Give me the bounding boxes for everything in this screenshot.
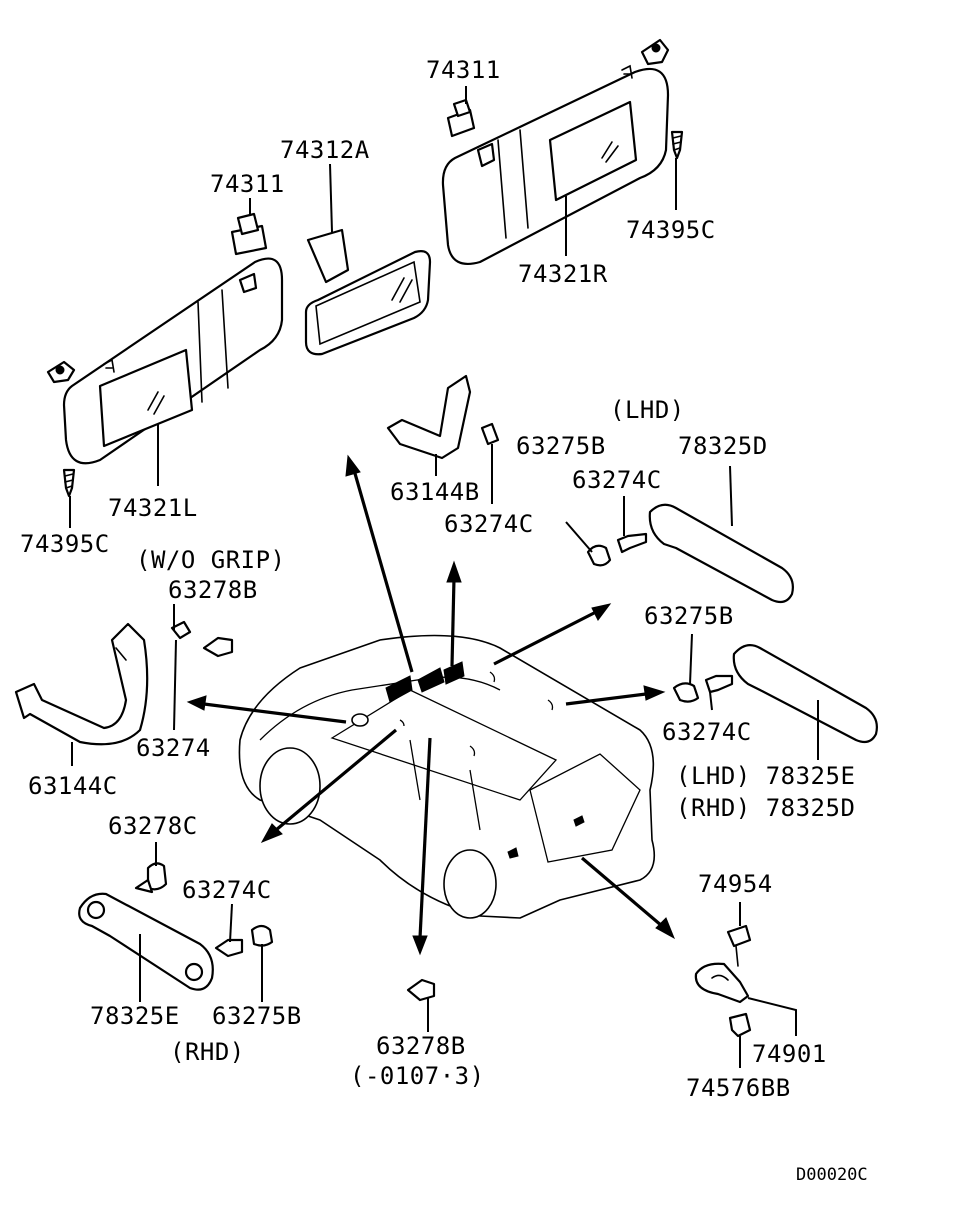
cap-63275b-top [586,544,612,567]
label-63274c-right: 63274C [662,718,752,746]
label-63274: 63274 [136,734,211,762]
screw-left [62,468,76,498]
sun-visor-left [46,257,284,465]
label-78325e-left: 78325E [90,1002,180,1030]
bolt-63274c-right [704,674,734,694]
assist-grip-78325d [648,503,794,604]
label-range-bottom: (-0107·3) [350,1062,485,1090]
screw-right [670,130,684,160]
label-74395c-right: 74395C [626,216,716,244]
label-74901: 74901 [752,1040,827,1068]
clip-63278b-bottom [406,978,436,1002]
label-78325d-top: 78325D [678,432,768,460]
label-74311-top: 74311 [426,56,501,84]
label-74321r: 74321R [518,260,608,288]
bolt-63274c-top [616,532,648,554]
label-63275b-top: 63275B [516,432,606,460]
diagram-code: D00020C [796,1165,868,1185]
label-74312a: 74312A [280,136,370,164]
label-rhd-78325d: (RHD) 78325D [676,794,855,822]
label-lhd-78325e: (LHD) 78325E [676,762,855,790]
label-74321l: 74321L [108,494,198,522]
part-labels: 74311 74312A 74311 74395C 74321R 74321L … [20,56,868,1185]
label-74395c-left: 74395C [20,530,110,558]
label-63278c: 63278C [108,812,198,840]
label-wo-grip: (W/O GRIP) [136,546,286,574]
clip-63278b-top [202,636,234,658]
label-lhd-top: (LHD) [610,396,685,424]
label-rhd-left: (RHD) [170,1038,245,1066]
vehicle-outline [238,634,656,919]
label-74954: 74954 [698,870,773,898]
grip-bracket-63144b [386,374,472,460]
label-74311-left: 74311 [210,170,285,198]
assist-grip-78325e [732,643,878,744]
cap-63275b-right [672,682,700,703]
rear-view-mirror [304,228,432,356]
bolt-63274 [170,620,192,640]
leader-lines [69,86,819,1068]
grip-bracket-63144c [14,622,149,746]
label-63144b: 63144B [390,478,480,506]
bolt-74954 [726,924,752,967]
assist-grip-78325e-rhd [78,892,214,991]
cap-63275b-left [250,924,274,947]
hook-74901 [694,962,750,1004]
bolt-63274c-left [214,938,244,958]
label-63275b-right: 63275B [644,602,734,630]
visor-clip-left [230,212,268,256]
bolt-63274c-mid [480,422,500,446]
label-63144c: 63144C [28,772,118,800]
label-63274c-mid: 63274C [444,510,534,538]
label-63278b-top: 63278B [168,576,258,604]
label-63278b-bottom: 63278B [376,1032,466,1060]
pointer-arrows [186,454,675,956]
sun-visor-right [441,38,670,266]
clip-63278c [134,862,168,894]
visor-clip-right [446,98,476,138]
label-63274c-top: 63274C [572,466,662,494]
label-63274c-left: 63274C [182,876,272,904]
clip-74576bb [728,1012,752,1038]
label-63275b-left: 63275B [212,1002,302,1030]
label-74576bb: 74576BB [686,1074,791,1102]
